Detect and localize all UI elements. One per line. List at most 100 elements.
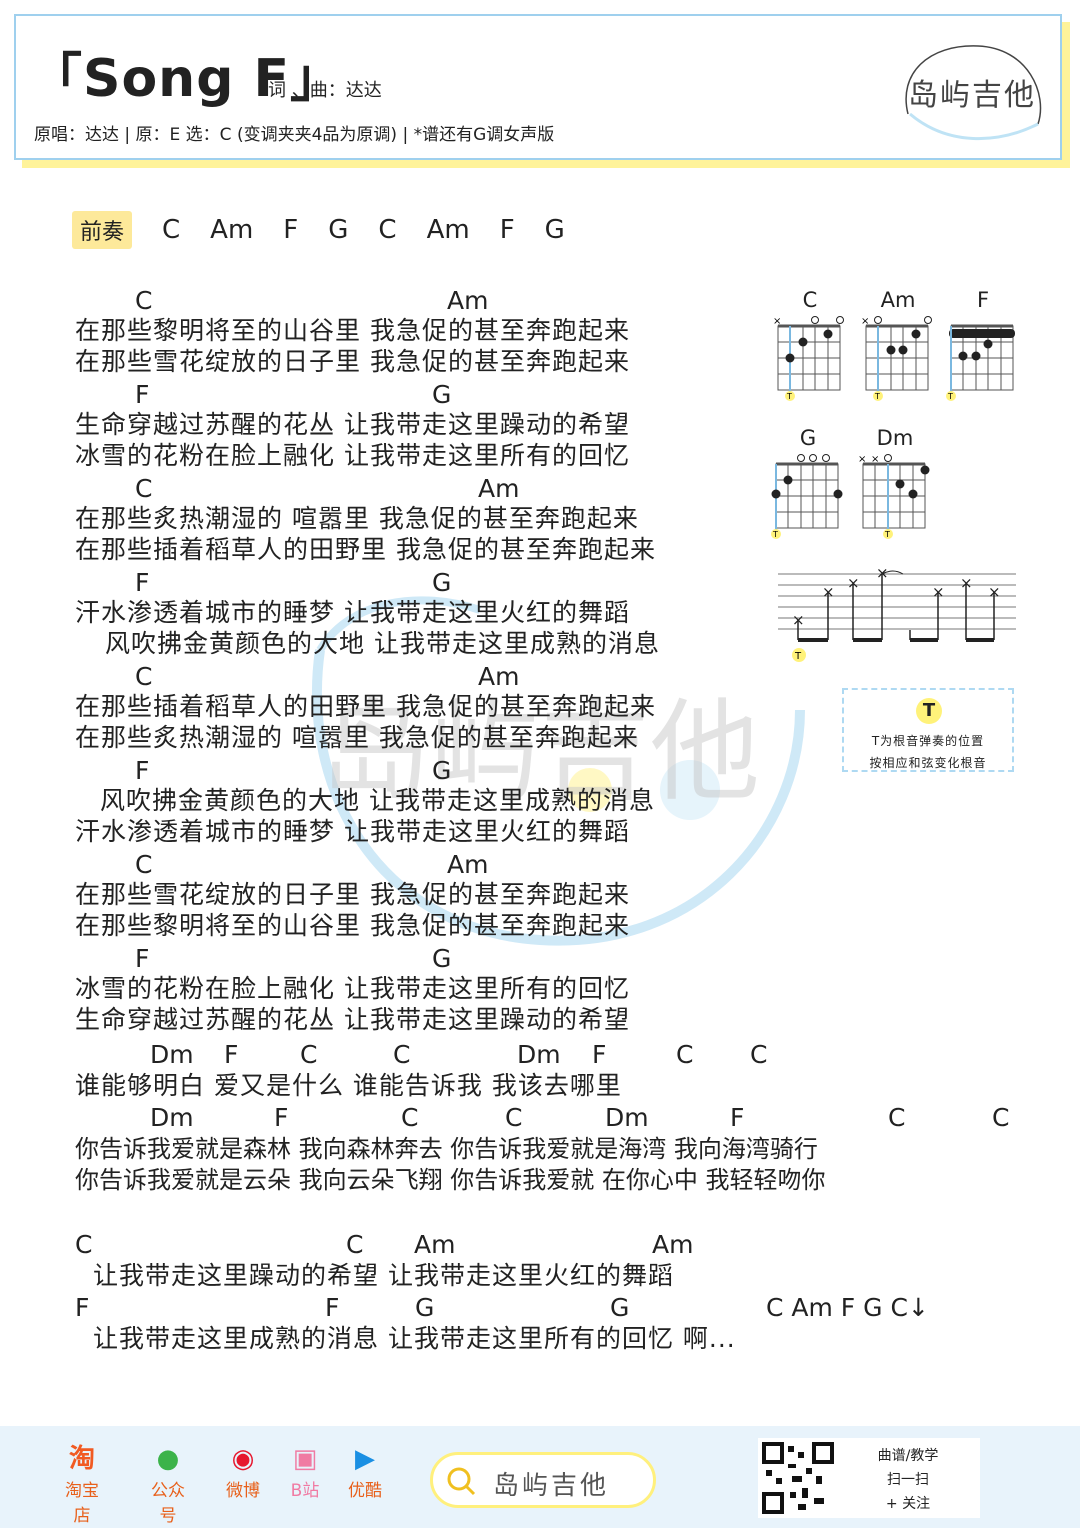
chord-label: Am	[447, 286, 489, 315]
wechat-link[interactable]: ● 公众号	[143, 1442, 193, 1526]
lyric-line: 在那些雪花绽放的日子里 我急促的甚至奔跑起来	[75, 880, 630, 909]
footer-label: B站	[290, 1481, 320, 1501]
svg-text:×: ×	[792, 611, 805, 629]
chord-label: C	[992, 1103, 1010, 1132]
chord-label: F	[135, 756, 150, 785]
lyric-line: 汗水渗透着城市的睡梦 让我带走这里火红的舞蹈	[75, 598, 630, 627]
chord-label: F	[325, 1293, 340, 1322]
chord-diagram-c: × T	[773, 316, 844, 401]
chord-label: F	[730, 1103, 745, 1132]
svg-text:×: ×	[960, 574, 973, 592]
intro-chord: G	[328, 215, 349, 245]
lyric-line: 你告诉我爱就是云朵 我向云朵飞翔 你告诉我爱就 在你心中 我轻轻吻你	[75, 1166, 826, 1194]
chord-label: Dm	[150, 1103, 194, 1132]
credits: 词 、曲：达达	[268, 80, 382, 101]
taobao-icon: 淘	[68, 1444, 95, 1474]
chord-label: Dm	[605, 1103, 649, 1132]
intro-chord: F	[499, 215, 515, 245]
chord-label: Dm	[517, 1040, 561, 1069]
lyric-line: 冰雪的花粉在脸上融化 让我带走这里所有的回忆	[75, 441, 630, 470]
youku-icon: ▶	[355, 1444, 375, 1474]
wechat-icon: ●	[156, 1444, 180, 1474]
qr-line: 曲谱/教学	[877, 1448, 939, 1464]
intro-label: 前奏	[72, 211, 133, 249]
chord-label: Am	[478, 474, 520, 503]
intro-chord: Am	[210, 215, 254, 245]
tip-line: T为根音弹奏的位置	[871, 734, 985, 748]
chord-label: C	[888, 1103, 906, 1132]
chord-label: C	[346, 1230, 364, 1259]
diagram-name: Dm	[876, 426, 914, 450]
chord-label: C	[135, 286, 153, 315]
lyric-line: 汗水渗透着城市的睡梦 让我带走这里火红的舞蹈	[75, 817, 630, 846]
brand-logo: 岛屿吉他	[888, 34, 1046, 144]
lyric-line: 在那些雪花绽放的日子里 我急促的甚至奔跑起来	[75, 347, 630, 376]
lyric-line: 让我带走这里成熟的消息 让我带走这里所有的回忆 啊...	[93, 1324, 736, 1353]
weibo-icon: ◉	[231, 1444, 255, 1474]
taobao-link[interactable]: 淘 淘宝店	[57, 1442, 107, 1526]
chord-label: C	[393, 1040, 411, 1069]
footer-bar: 淘 淘宝店 ● 公众号 ◉ 微博 ▣ B站 ▶ 优酷 岛屿吉他	[0, 1426, 1080, 1528]
bilibili-icon: ▣	[292, 1444, 318, 1474]
svg-text:×: ×	[988, 583, 1001, 601]
root-mark: T	[786, 392, 792, 401]
chord-label: C	[135, 662, 153, 691]
lyric-line: 谁能够明白 爱又是什么 谁能告诉我 我该去哪里	[75, 1071, 622, 1100]
chord-label: G	[610, 1293, 630, 1322]
chord-label: Am	[652, 1230, 694, 1259]
chord-label: C	[505, 1103, 523, 1132]
diagram-name: F	[976, 288, 990, 312]
watermark-logo-icon: 岛屿吉他	[312, 596, 805, 946]
svg-text:T: T	[874, 392, 880, 401]
chord-diagram-am: × T	[861, 316, 932, 401]
chord-label: C Am F G C↓	[766, 1293, 929, 1322]
intro-chord: G	[544, 215, 565, 245]
song-title: 「Song F」	[30, 49, 344, 109]
weibo-link[interactable]: ◉ 微博	[218, 1442, 268, 1501]
bilibili-link[interactable]: ▣ B站	[280, 1442, 330, 1501]
svg-text:×: ×	[858, 454, 866, 465]
chord-label: C	[401, 1103, 419, 1132]
logo-text: 岛屿吉他	[908, 78, 1036, 113]
chord-label: C	[750, 1040, 768, 1069]
footer-label: 淘宝店	[65, 1481, 99, 1526]
svg-text:×: ×	[871, 454, 879, 465]
chord-label: C	[300, 1040, 318, 1069]
chord-label: C	[75, 1230, 93, 1259]
search-bar[interactable]: 岛屿吉他	[430, 1452, 656, 1508]
tip-line: 按相应和弦变化根音	[869, 756, 987, 770]
chord-label: F	[592, 1040, 607, 1069]
qr-caption: 曲谱/教学 扫一扫 + 关注	[848, 1444, 968, 1516]
svg-text:×: ×	[932, 583, 945, 601]
svg-text:T: T	[947, 392, 953, 401]
chord-label: G	[415, 1293, 435, 1322]
song-info: 原唱：达达 | 原：E 选：C (变调夹夹4品为原调) | *谱还有G调女声版	[34, 125, 555, 145]
svg-text:T: T	[794, 651, 802, 662]
intro-chord: C	[378, 215, 397, 245]
qr-code-icon	[762, 1442, 834, 1514]
chord-label: F	[224, 1040, 239, 1069]
chord-label: Dm	[150, 1040, 194, 1069]
footer-label: 公众号	[151, 1481, 185, 1526]
lyric-line: 冰雪的花粉在脸上融化 让我带走这里所有的回忆	[75, 974, 630, 1003]
lyric-line: 在那些黎明将至的山谷里 我急促的甚至奔跑起来	[75, 316, 630, 345]
svg-text:岛屿吉他: 岛屿吉他	[320, 688, 760, 816]
svg-text:×: ×	[861, 316, 869, 327]
intro-row: 前奏 C Am F G C Am F G	[72, 211, 565, 249]
lyric-line: 生命穿越过苏醒的花丛 让我带走这里躁动的希望	[75, 410, 630, 439]
lyric-line: 风吹拂金黄颜色的大地 让我带走这里成熟的消息	[105, 629, 660, 658]
chord-label: F	[135, 380, 150, 409]
logo-outline-icon	[905, 45, 1042, 141]
chord-label: G	[432, 568, 452, 597]
youku-link[interactable]: ▶ 优酷	[340, 1442, 390, 1501]
chord-label: F	[274, 1103, 289, 1132]
chord-label: C	[676, 1040, 694, 1069]
lyric-line: 在那些插着稻草人的田野里 我急促的甚至奔跑起来	[75, 535, 656, 564]
diagram-name: C	[802, 288, 818, 312]
chord-label: G	[432, 380, 452, 409]
lyric-line: 在那些炙热潮湿的 喧嚣里 我急促的甚至奔跑起来	[75, 504, 639, 533]
svg-text:×: ×	[847, 574, 860, 592]
tip-box: T T为根音弹奏的位置 按相应和弦变化根音	[842, 688, 1014, 772]
chord-label: F	[75, 1293, 90, 1322]
svg-text:T: T	[884, 530, 890, 539]
